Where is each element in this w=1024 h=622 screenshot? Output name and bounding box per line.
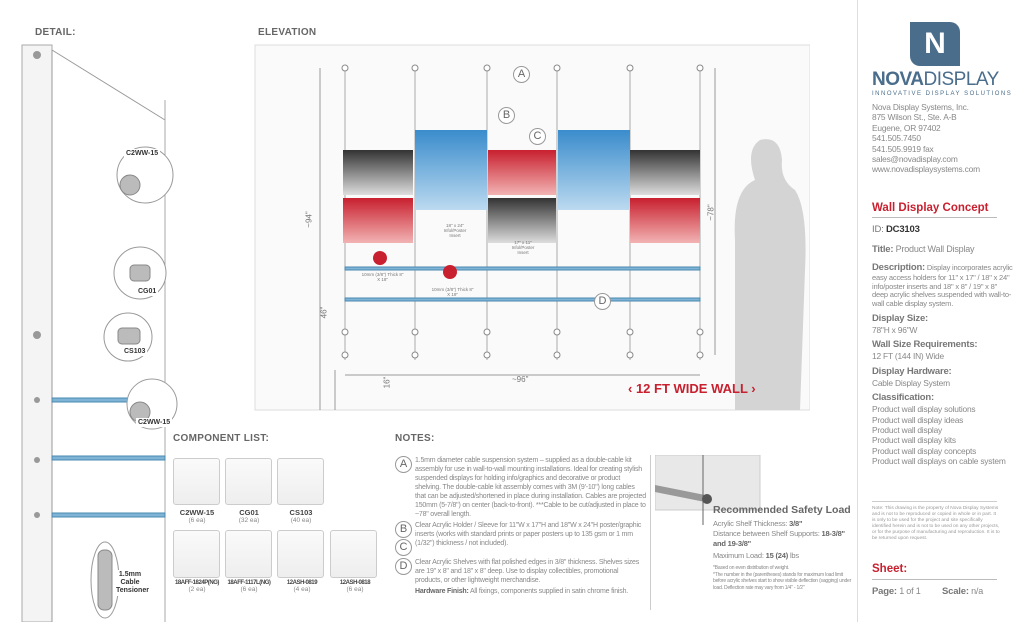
section-title: Wall Display Concept (872, 202, 997, 218)
component-item: 12ASH-0819(4 ea) (286, 580, 318, 593)
detail-label-tensioner: 1.5mm Cable Tensioner (114, 570, 149, 596)
shelf-label-19: 10mm (3/8") Thick 8" X 19" (431, 287, 474, 297)
detail-label-c2ww-bottom: C2WW-15 (136, 418, 173, 427)
design-id: ID: DC3103 (872, 224, 920, 235)
note-row-d: D Clear Acrylic Shelves with flat polish… (395, 558, 647, 585)
hardware: Cable Display System (872, 377, 950, 388)
note-row-bc: B C Clear Acrylic Holder / Sleeve for 11… (395, 521, 647, 556)
note-marker-b: B (395, 521, 412, 538)
design-description: Description: Display incorporates acryli… (872, 262, 1013, 308)
note-marker-d: D (395, 558, 412, 575)
dim-height-mid: 46" (319, 306, 329, 319)
design-title: Title: Product Wall Display (872, 244, 975, 255)
page-info: Page: 1 of 1 (872, 586, 921, 597)
scale-info: Scale: n/a (942, 586, 984, 597)
sheet-title: Sheet: (872, 562, 997, 580)
safety-details: Acrylic Shelf Thickness: 3/8" Distance b… (713, 519, 845, 560)
callout-a: A (513, 66, 530, 83)
safety-title: Recommended Safety Load (713, 504, 851, 516)
legal-note: Note: This drawing is the property of No… (872, 506, 1000, 541)
wall-width-text: 12 FT WIDE WALL (635, 381, 748, 396)
company-tagline: INNOVATIVE DISPLAY SOLUTIONS (872, 91, 1013, 97)
display-size: 78"H x 96"W (872, 325, 918, 335)
component-image-cg01 (225, 458, 272, 505)
dim-height-display: ~78" (706, 204, 716, 221)
shelf-detail-image (655, 455, 761, 525)
note-marker-a: A (395, 456, 412, 473)
dim-height-total: ~94" (304, 211, 314, 228)
spec-list: ID: DC3103 Title: Product Wall Display D… (872, 224, 1014, 467)
company-logo-icon: N (910, 22, 960, 66)
component-item: 12ASH-0818(6 ea) (339, 580, 371, 593)
shelf-label-18: 10mm (3/8") Thick 8" X 18" (361, 272, 404, 282)
detail-label-cs103: CS103 (122, 347, 148, 356)
notes-list: A 1.5mm diameter cable suspension system… (395, 456, 647, 596)
hardware-label: Display Hardware: (872, 365, 952, 377)
wall-size-label: Wall Size Requirements: (872, 339, 978, 351)
note-bc: Clear Acrylic Holder / Sleeve for 11"W x… (415, 522, 642, 547)
insert-label-large: 18" x 24" Infol/Poster Insert (443, 223, 467, 238)
hardware-finish: Hardware Finish: All fixings, components… (415, 588, 629, 595)
component-image-shelf-18 (330, 530, 377, 578)
insert-label-small: 17" x 11" Infol/Poster Insert (511, 240, 535, 255)
detail-drawing (21, 44, 178, 622)
note-marker-c: C (395, 539, 412, 556)
note-row-a: A 1.5mm diameter cable suspension system… (395, 456, 647, 519)
notes-heading: NOTES: (395, 433, 435, 444)
detail-label-c2ww-top: C2WW-15 (124, 149, 161, 158)
dim-height-bottom: 16" (382, 376, 392, 389)
divider (872, 501, 997, 502)
callout-b: B (498, 107, 515, 124)
company-logo-text: NOVADISPLAY (872, 69, 999, 90)
component-image-c2ww (173, 458, 220, 505)
component-image-holder-small (225, 530, 272, 578)
detail-heading: DETAIL: (35, 27, 76, 38)
detail-label-cg01: CG01 (136, 287, 159, 296)
component-item: 18AFF-1824P(NG)(2 ea) (175, 580, 219, 593)
note-markers-bc: B C (395, 521, 412, 556)
component-image-cs103 (277, 458, 324, 505)
elevation-drawing (254, 44, 810, 411)
elevation-heading: ELEVATION (258, 27, 317, 38)
callout-d: D (594, 293, 611, 310)
note-a: 1.5mm diameter cable suspension system –… (415, 457, 646, 518)
component-image-shelf-19 (277, 530, 324, 578)
component-item: C2WW-15(6 ea) (179, 508, 215, 524)
component-item: CG01(32 ea) (238, 508, 260, 524)
safety-footnotes: *Based on even distribution of weight.*T… (713, 565, 852, 591)
classification-label: Classification: (872, 392, 934, 404)
component-item: CS103(40 ea) (289, 508, 313, 524)
panel-divider (857, 0, 858, 622)
display-size-label: Display Size: (872, 313, 929, 324)
divider (650, 455, 651, 610)
dim-width: ~96" (512, 375, 529, 384)
wall-width-label: ‹ 12 FT WIDE WALL › (628, 381, 756, 396)
component-list-heading: COMPONENT LIST: (173, 433, 270, 444)
component-item: 18AFF-1117L(NG)(6 ea) (227, 580, 271, 593)
component-image-holder-large (173, 530, 220, 578)
wall-size: 12 FT (144 IN) Wide (872, 351, 944, 362)
note-d: Clear Acrylic Shelves with flat polished… (415, 559, 640, 584)
callout-c: C (529, 128, 546, 145)
company-address: Nova Display Systems, Inc.875 Wilson St.… (872, 102, 980, 175)
